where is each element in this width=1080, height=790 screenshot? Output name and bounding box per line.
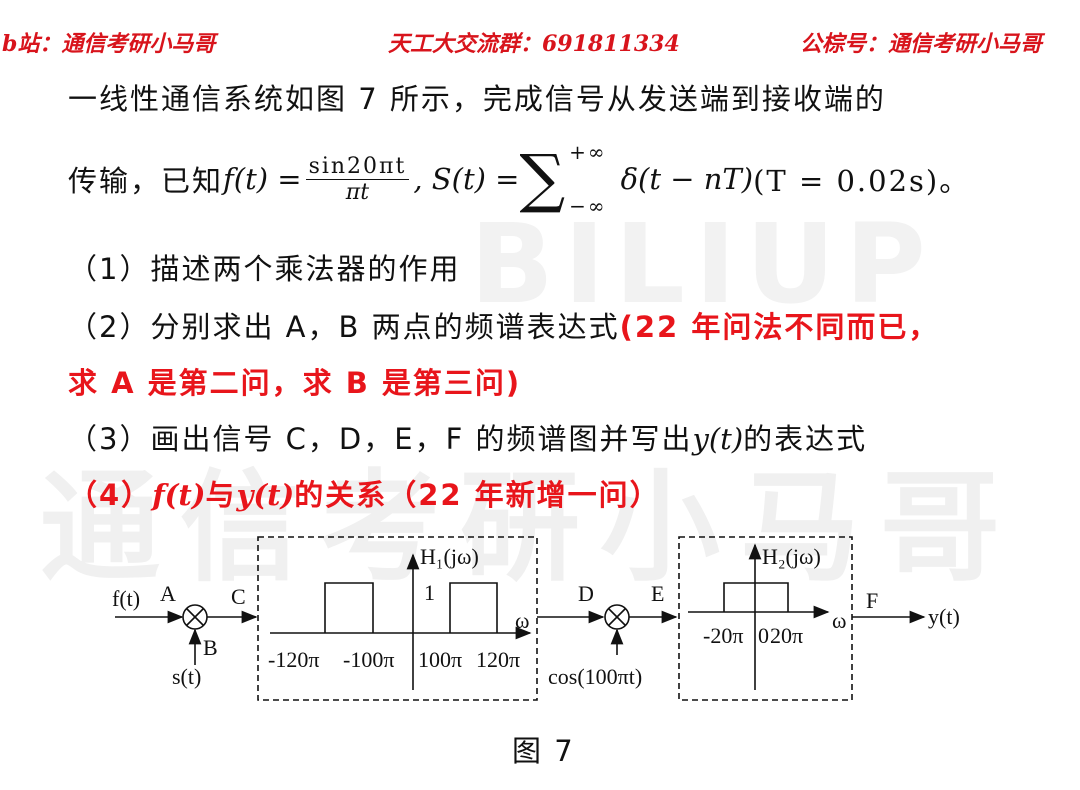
point-d-label: D (578, 581, 594, 606)
sampler-label: s(t) (172, 664, 201, 689)
h1-omega-label: ω (515, 608, 529, 633)
question-3-suffix: 的表达式 (743, 422, 868, 456)
question-3: （3）画出信号 C，D，E，F 的频谱图并写出y(t)的表达式 (68, 416, 867, 458)
h1-negative-passband (324, 582, 374, 633)
point-b-label: B (203, 635, 218, 660)
question-3-prefix: （3）画出信号 C，D，E，F 的频谱图并写出 (68, 422, 693, 456)
question-4-f: f(t) (152, 478, 206, 512)
f-fraction: sin20πt πt (305, 154, 410, 205)
h1-gain-label: 1 (424, 580, 435, 605)
h1-label: H₁(jω) (420, 544, 479, 569)
h2-tick-label: -20π (703, 623, 743, 648)
h1-tick-label: 120π (476, 647, 520, 672)
f-numerator: sin20πt (305, 154, 410, 180)
question-4-y: y(t) (236, 478, 295, 512)
f-lhs: f(t) = (223, 162, 302, 196)
input-label: f(t) (112, 586, 140, 611)
h1-tick-label: -120π (268, 647, 319, 672)
question-4-mid: 与 (205, 478, 237, 512)
point-a-label: A (160, 581, 176, 606)
question-2-note: (22 年问法不同而已， (619, 310, 940, 344)
header-center: 天工大交流群：691811334 (388, 31, 680, 57)
figure-caption: 图 7 (512, 734, 575, 768)
sigma-symbol: ∑ (519, 142, 568, 216)
sum-body: δ(t − nT) (620, 162, 754, 196)
watermark-text: 通信考研小马哥 (40, 459, 1020, 598)
sum-upper: +∞ (569, 140, 607, 164)
h2-label: H₂(jω) (762, 544, 821, 569)
output-label: y(t) (928, 604, 960, 629)
question-4: （4）f(t)与y(t)的关系（22 年新增一问） (68, 472, 661, 514)
question-4-suffix: 的关系（22 年新增一问） (294, 478, 661, 512)
h2-filter-box (678, 536, 853, 701)
question-3-y: y(t) (692, 422, 744, 456)
h2-passband (723, 582, 789, 612)
question-2-text: （2）分别求出 A，B 两点的频谱表达式 (68, 310, 620, 344)
problem-intro: 一线性通信系统如图 7 所示，完成信号从发送端到接收端的 (68, 82, 886, 116)
point-c-label: C (231, 584, 246, 609)
point-e-label: E (651, 581, 664, 606)
h1-tick-label: 100π (418, 647, 462, 672)
t-value: (T = 0.02s)。 (753, 164, 971, 198)
question-4-prefix: （4） (68, 478, 153, 512)
h2-omega-label: ω (832, 608, 846, 633)
h2-tick-label: 20π (770, 623, 803, 648)
question-2-note-cont: 求 A 是第二问，求 B 是第三问) (68, 366, 522, 400)
h1-filter-box (257, 536, 538, 701)
f-denominator: πt (345, 179, 370, 205)
question-1: （1）描述两个乘法器的作用 (68, 252, 461, 286)
watermark-logo: BILIUP (470, 200, 936, 328)
given-prefix: 传输，已知 (68, 164, 224, 198)
sum-limits: +∞ −∞ (569, 140, 606, 218)
point-f-label: F (866, 588, 878, 613)
summation: ∑ +∞ −∞ (519, 140, 620, 218)
header-right: 公棕号：通信考研小马哥 (800, 31, 1043, 57)
carrier-label: cos(100πt) (548, 664, 642, 689)
s-lhs: , S(t) = (413, 162, 520, 196)
sum-lower: −∞ (569, 194, 607, 218)
given-formula: 传输，已知 f(t) = sin20πt πt , S(t) = ∑ +∞ −∞… (68, 140, 970, 218)
h2-tick-label: 0 (758, 623, 769, 648)
question-2: （2）分别求出 A，B 两点的频谱表达式(22 年问法不同而已， (68, 304, 939, 346)
h1-tick-label: -100π (343, 647, 394, 672)
header-left: b站：通信考研小马哥 (2, 31, 216, 57)
h1-positive-passband (449, 582, 498, 633)
